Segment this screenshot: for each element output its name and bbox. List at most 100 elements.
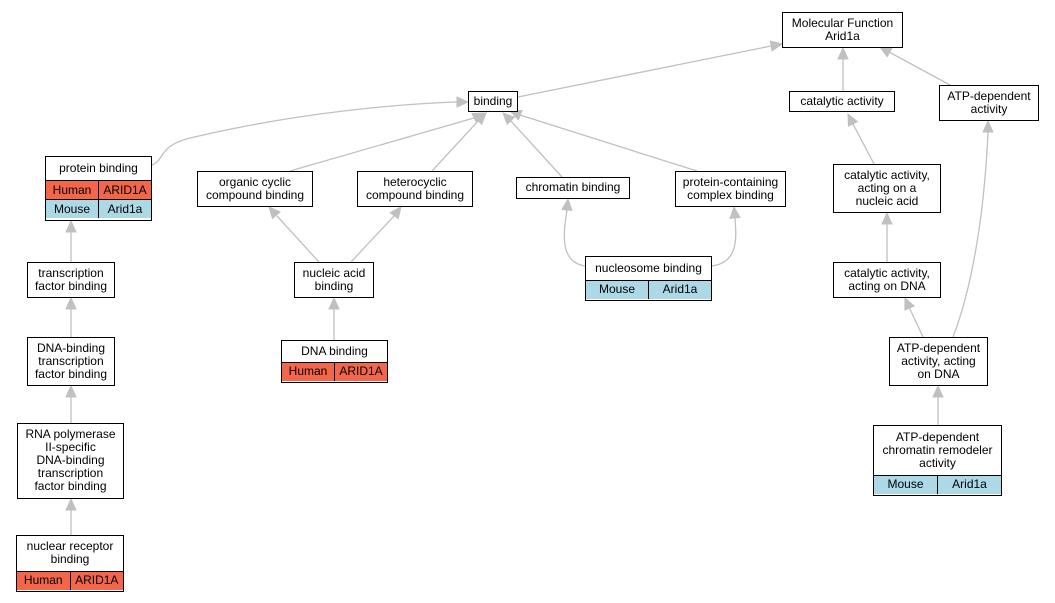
go-term-label: heterocyclic compound binding	[365, 174, 465, 202]
arrowhead-icon	[904, 296, 915, 311]
go-term-node-catalytic[interactable]: catalytic activity	[789, 91, 895, 112]
edge-atp_dna-to-cat_dna	[904, 296, 924, 338]
go-term-label: nucleosome binding	[595, 260, 702, 275]
go-term-node-chromatin[interactable]: chromatin binding	[516, 177, 630, 199]
go-term-label: DNA binding	[301, 343, 368, 358]
edge-catalytic-to-mf	[837, 46, 849, 91]
edge-dna_tf-to-tf_binding	[65, 296, 77, 337]
arrowhead-icon	[837, 46, 849, 60]
species-cell: Mouse	[887, 477, 924, 491]
go-term-node-dna-tf[interactable]: DNA-binding transcription factor binding	[27, 337, 115, 386]
go-term-label: protein-containing complex binding	[682, 174, 779, 202]
edge-dna_binding-to-nucleic_binding	[328, 296, 340, 340]
go-term-node-cat-nucleic[interactable]: catalytic activity, acting on a nucleic …	[833, 164, 941, 213]
edge-atpdep-to-mf	[878, 46, 951, 86]
arrowhead-icon	[982, 119, 994, 133]
go-term-label: catalytic activity	[800, 93, 884, 108]
go-term-label: protein binding	[59, 161, 138, 175]
edge-nuclear_receptor-to-rnapol	[65, 497, 77, 535]
go-term-node-atp-dna[interactable]: ATP-dependent activity, acting on DNA	[889, 337, 988, 386]
arrowhead-icon	[878, 46, 893, 58]
arrowhead-icon	[561, 197, 573, 211]
arrowhead-icon	[847, 112, 859, 127]
edge-rnapol-to-dna_tf	[65, 384, 77, 423]
arrowhead-icon	[65, 219, 77, 233]
arrowhead-icon	[932, 384, 944, 398]
go-term-node-tf-binding[interactable]: transcription factor binding	[27, 262, 115, 298]
go-term-label: organic cyclic compound binding	[205, 174, 305, 202]
annotation-row: Mouse Arid1a	[874, 474, 1001, 494]
go-term-node-protein-complex[interactable]: protein-containing complex binding	[675, 171, 786, 207]
gene-cell: Arid1a	[98, 200, 151, 218]
go-term-node-mf[interactable]: Molecular Function Arid1a	[782, 12, 903, 48]
arrowhead-icon	[389, 206, 402, 220]
edge-protein_binding-to-binding	[151, 96, 470, 166]
species-cell: Human	[52, 182, 92, 197]
edge-organic_cyclic-to-binding	[289, 112, 486, 172]
edge-tf_binding-to-protein_binding	[65, 219, 77, 262]
go-term-label: nucleic acid binding	[302, 265, 366, 293]
go-term-label: Molecular Function Arid1a	[791, 15, 894, 43]
go-term-node-atp-remodeler[interactable]: ATP-dependent chromatin remodeler activi…	[873, 425, 1002, 496]
arrowhead-icon	[65, 296, 77, 310]
annotation-row: Human ARID1A	[17, 570, 124, 590]
go-term-node-rnapol[interactable]: RNA polymerase II-specific DNA-binding t…	[17, 423, 124, 499]
go-term-label: chromatin binding	[525, 180, 621, 194]
gene-cell: ARID1A	[98, 181, 151, 199]
arrowhead-icon	[502, 112, 516, 126]
go-term-label: ATP-dependent chromatin remodeler activi…	[882, 429, 993, 470]
go-term-node-nucleic-binding[interactable]: nucleic acid binding	[294, 262, 374, 298]
gene-cell: Arid1a	[937, 475, 1001, 494]
go-term-node-heterocyclic[interactable]: heterocyclic compound binding	[357, 171, 473, 207]
gene-cell: ARID1A	[69, 571, 124, 590]
go-term-label: catalytic activity, acting on a nucleic …	[844, 167, 930, 208]
arrowhead-icon	[268, 206, 281, 220]
arrowhead-icon	[473, 112, 487, 126]
edge-binding-to-mf	[517, 40, 784, 98]
go-term-node-cat-dna[interactable]: catalytic activity, acting on DNA	[833, 262, 941, 298]
arrowhead-icon	[881, 211, 893, 225]
edge-nucleic_binding-to-organic_cyclic	[268, 206, 320, 263]
go-term-label: nuclear receptor binding	[26, 539, 114, 567]
edge-atp_remodeler-to-atp_dna	[932, 384, 944, 425]
arrowhead-icon	[65, 497, 77, 511]
edge-protein_complex-to-binding	[508, 109, 698, 172]
arrowhead-icon	[769, 40, 784, 52]
species-cell: Mouse	[598, 282, 636, 296]
species-cell: Mouse	[53, 201, 91, 216]
go-term-label: binding	[473, 93, 513, 108]
edge-cat_nucleic-to-catalytic	[847, 112, 875, 165]
go-term-node-atpdep[interactable]: ATP-dependent activity	[939, 85, 1039, 121]
arrowhead-icon	[328, 296, 340, 310]
go-term-label: catalytic activity, acting on DNA	[844, 265, 930, 293]
edge-chromatin-to-binding	[502, 112, 563, 178]
edge-heterocyclic-to-binding	[431, 112, 487, 172]
edge-nucleosome-to-protein_complex	[711, 205, 741, 267]
go-term-label: transcription factor binding	[34, 265, 108, 293]
arrowhead-icon	[729, 205, 741, 219]
go-term-node-binding[interactable]: binding	[468, 91, 518, 112]
annotation-row: Human ARID1A	[46, 180, 151, 199]
gene-cell: ARID1A	[334, 362, 387, 381]
go-term-label: DNA-binding transcription factor binding	[34, 340, 108, 381]
edge-nucleic_binding-to-heterocyclic	[350, 206, 402, 263]
annotation-row: Mouse Arid1a	[46, 199, 151, 218]
edge-nucleosome-to-chromatin	[561, 197, 586, 267]
gene-cell: Arid1a	[648, 280, 711, 299]
edge-cat_dna-to-cat_nucleic	[881, 211, 893, 262]
annotation-row: Mouse Arid1a	[586, 279, 711, 299]
edge-atp_dna-to-atpdep	[952, 119, 994, 338]
species-cell: Human	[23, 573, 63, 587]
arrowhead-icon	[65, 384, 77, 398]
go-term-label: ATP-dependent activity, acting on DNA	[896, 340, 981, 381]
go-term-label: ATP-dependent activity	[947, 88, 1031, 116]
go-term-node-organic-cyclic[interactable]: organic cyclic compound binding	[197, 171, 313, 207]
go-term-label: RNA polymerase II-specific DNA-binding t…	[25, 427, 116, 493]
